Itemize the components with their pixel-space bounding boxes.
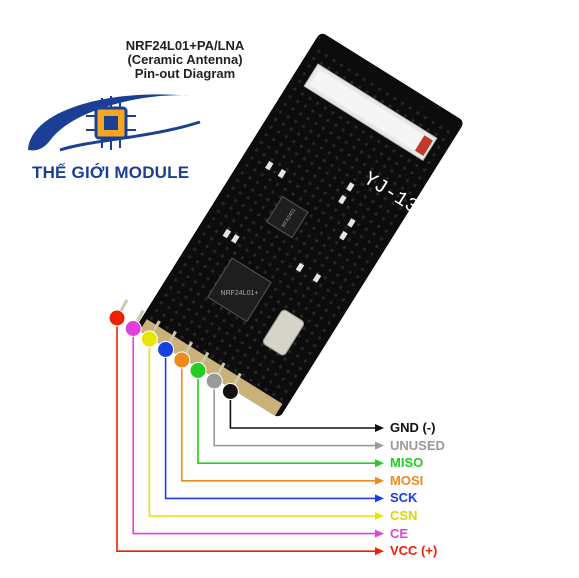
logo-mark: [28, 94, 201, 152]
pin-dot-icon: [205, 372, 223, 390]
arrow-icon: [375, 512, 384, 520]
arrow-icon: [375, 459, 384, 468]
pin-header: [139, 319, 283, 416]
wire-ce: [132, 328, 375, 535]
ceramic-antenna: [303, 63, 438, 162]
wire-unused: [213, 381, 375, 447]
arrow-icon: [375, 494, 384, 503]
pin-dot-icon: [221, 383, 239, 400]
pin-dot-icon: [124, 320, 142, 337]
pin-dot-icon: [189, 362, 207, 379]
pin-label: GND (-): [390, 420, 436, 435]
amplifier-chip: RFX2401: [265, 195, 309, 239]
smd-components: [222, 160, 356, 283]
pin-dot-icon: [173, 351, 191, 369]
logo-text: THẾ GIỚI MODULE: [32, 163, 190, 182]
arrow-icon: [375, 441, 384, 450]
pin-label: MOSI: [390, 472, 424, 488]
main-chip: NRF24L01+: [207, 257, 272, 323]
wire-mosi: [181, 360, 375, 482]
title-line-3: Pin-out Diagram: [134, 66, 236, 81]
pin-label: VCC (+): [390, 543, 438, 559]
pin-dot-icon: [108, 309, 126, 327]
chip-logo-icon: [86, 96, 136, 150]
arrow-icon: [375, 476, 384, 485]
wire-gnd: [229, 391, 375, 429]
pin-label: CSN: [390, 508, 418, 523]
wire-csn: [148, 339, 375, 517]
title-line-1: NRF24L01+PA/LNA: [125, 38, 245, 53]
pin-dot-icon: [157, 341, 175, 358]
main-chip-marking: NRF24L01+: [221, 290, 259, 297]
pin-wires: [108, 299, 384, 556]
pin-label: SCK: [390, 490, 418, 506]
pin-label: CE: [390, 525, 409, 541]
wire-miso: [197, 370, 375, 464]
arrow-icon: [375, 424, 384, 432]
wire-sck: [164, 349, 375, 500]
pin-label: MISO: [390, 455, 424, 471]
nrf24l01-board: YJ-13039 NRF24L01+ RFX2401: [137, 33, 463, 417]
crystal-oscillator: [262, 309, 305, 356]
pin-label: UNUSED: [390, 437, 445, 453]
arrow-icon: [375, 529, 384, 538]
title-line-2: (Ceramic Antenna): [127, 52, 243, 67]
wire-vcc: [116, 318, 375, 552]
pin-dot-icon: [140, 330, 158, 348]
arrow-icon: [375, 547, 384, 556]
